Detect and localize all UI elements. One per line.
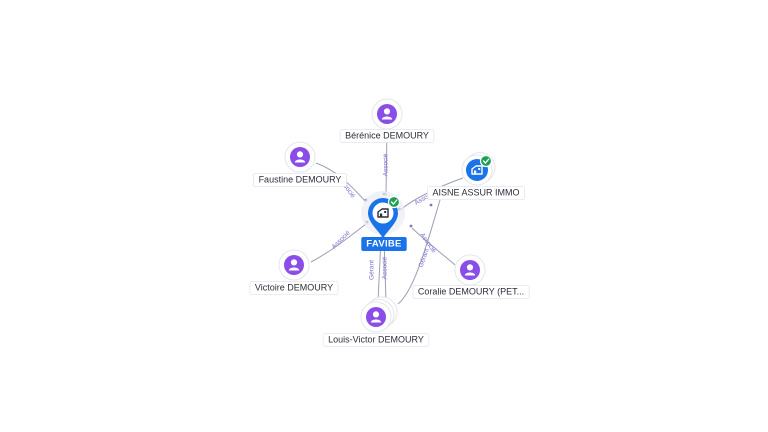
svg-text:Coralie DEMOURY (PET...: Coralie DEMOURY (PET... xyxy=(418,286,524,296)
person-icon xyxy=(284,255,304,275)
person-icon xyxy=(460,260,480,280)
center-company-node[interactable]: FAVIBE xyxy=(361,191,407,251)
edge-victoire xyxy=(310,223,367,263)
edge-label: Gérant xyxy=(369,260,376,280)
building-icon xyxy=(471,165,483,175)
node-label-berenice: Bérénice DEMOURY xyxy=(339,129,435,143)
node-aisne[interactable]: AISNE ASSUR IMMO xyxy=(427,152,525,200)
svg-text:FAVIBE: FAVIBE xyxy=(366,239,401,250)
edge-coralie xyxy=(411,227,456,266)
svg-text:Louis-Victor DEMOURY: Louis-Victor DEMOURY xyxy=(328,334,424,344)
svg-text:Faustine DEMOURY: Faustine DEMOURY xyxy=(259,174,342,184)
edge-label: Gérant xyxy=(418,247,431,268)
node-louis[interactable]: Louis-Victor DEMOURY xyxy=(322,296,430,347)
nodes-layer: Bérénice DEMOURY Faustine DEMOURY AISNE AS… xyxy=(249,98,530,347)
node-label-coralie: Coralie DEMOURY (PET... xyxy=(412,285,530,299)
verified-check-icon xyxy=(479,154,493,168)
svg-text:AISNE ASSUR IMMO: AISNE ASSUR IMMO xyxy=(432,187,519,197)
node-label-aisne: AISNE ASSUR IMMO xyxy=(427,186,525,200)
node-label-victoire: Victoire DEMOURY xyxy=(249,281,339,295)
svg-text:Victoire DEMOURY: Victoire DEMOURY xyxy=(255,282,333,292)
edge-louis xyxy=(397,199,441,305)
node-victoire[interactable]: Victoire DEMOURY xyxy=(249,249,339,295)
node-label-faustine: Faustine DEMOURY xyxy=(253,173,347,187)
verified-check-icon xyxy=(387,195,401,209)
svg-text:Bérénice DEMOURY: Bérénice DEMOURY xyxy=(345,130,429,140)
edge-arrowhead xyxy=(429,203,433,207)
person-icon xyxy=(290,147,310,167)
edge-label: Associé xyxy=(382,256,389,279)
node-faustine[interactable]: Faustine DEMOURY xyxy=(253,141,347,187)
center-label: FAVIBE xyxy=(361,237,407,251)
edge-label: Associé xyxy=(383,153,390,176)
node-label-louis: Louis-Victor DEMOURY xyxy=(322,333,430,347)
node-berenice[interactable]: Bérénice DEMOURY xyxy=(339,98,435,143)
person-icon xyxy=(366,307,386,327)
edge-arrowhead xyxy=(409,224,413,228)
node-coralie[interactable]: Coralie DEMOURY (PET... xyxy=(412,254,530,299)
building-icon xyxy=(377,208,389,218)
edge-label: Associé xyxy=(331,229,352,250)
person-icon xyxy=(377,104,397,124)
